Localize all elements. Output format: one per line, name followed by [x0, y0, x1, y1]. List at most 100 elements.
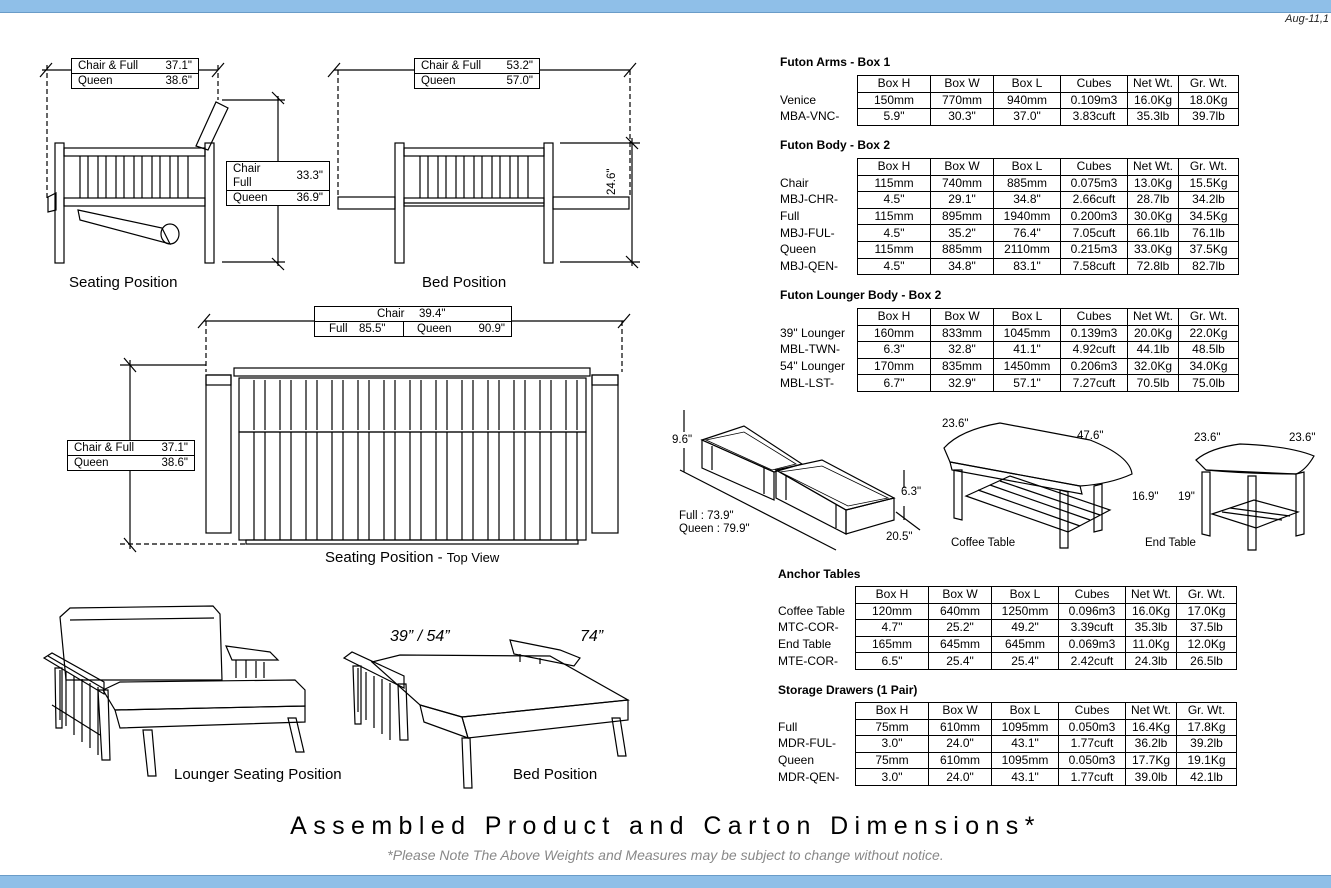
cell-box-w: 740mm — [930, 174, 994, 193]
header-net-wt: Net Wt. — [1127, 75, 1179, 93]
table-header-row: Box H Box W Box L Cubes Net Wt. Gr. Wt. — [780, 158, 1239, 176]
cell-box-h: 75mm — [855, 751, 929, 770]
header-gr-wt: Gr. Wt. — [1178, 158, 1239, 176]
cell-cubes: 4.92cuft — [1060, 341, 1128, 359]
cell-box-l: 1250mm — [991, 602, 1059, 621]
top-depth-label-1: Chair & Full — [74, 442, 135, 454]
cell-gr-wt: 34.5Kg — [1178, 207, 1239, 226]
top-width-chair-value: 39.4" — [419, 308, 446, 320]
cell-box-h: 165mm — [855, 635, 929, 654]
cell-box-w: 32.8" — [930, 341, 994, 359]
storage-drawers-table: Box H Box W Box L Cubes Net Wt. Gr. Wt. … — [778, 702, 1237, 786]
seat-width-label-2: Queen — [78, 75, 113, 87]
section-title-futon-lounger: Futon Lounger Body - Box 2 — [780, 288, 942, 302]
row-label: 39" Lounger — [780, 325, 845, 340]
cell-box-w: 35.2" — [930, 224, 994, 242]
bed-position-drawing — [327, 62, 640, 269]
top-view-drawing — [120, 313, 631, 553]
cell-gr-wt: 42.1lb — [1176, 768, 1237, 786]
header-gr-wt: Gr. Wt. — [1178, 308, 1239, 326]
top-view-label-main: Seating Position - — [325, 549, 447, 566]
drawer-queen-length: Queen : 79.9" — [679, 523, 750, 535]
cell-box-w: 24.0" — [928, 735, 992, 753]
top-width-queen-label: Queen — [417, 323, 452, 335]
cell-box-l: 43.1" — [991, 768, 1059, 786]
header-cubes: Cubes — [1058, 702, 1126, 720]
drawer-height-dimension: 9.6" — [672, 434, 693, 446]
drawer-width-dimension: 20.5" — [886, 531, 913, 543]
cell-box-w: 645mm — [928, 635, 992, 654]
cell-cubes: 7.05cuft — [1060, 224, 1128, 242]
cell-cubes: 0.215m3 — [1060, 240, 1128, 259]
seating-position-label: Seating Position — [69, 274, 178, 291]
header-net-wt: Net Wt. — [1125, 702, 1177, 720]
section-title-futon-arms: Futon Arms - Box 1 — [780, 55, 891, 69]
cell-box-l: 2110mm — [993, 240, 1061, 259]
page-title: Assembled Product and Carton Dimensions* — [290, 812, 1041, 840]
cell-box-h: 3.0" — [855, 768, 929, 786]
cell-gr-wt: 26.5lb — [1176, 652, 1237, 670]
header-gr-wt: Gr. Wt. — [1178, 75, 1239, 93]
cell-cubes: 3.39cuft — [1058, 619, 1126, 637]
futon-lounger-table: Box H Box W Box L Cubes Net Wt. Gr. Wt. … — [780, 308, 1239, 392]
top-view-label-sub: Top View — [446, 550, 500, 565]
cell-cubes: 0.075m3 — [1060, 174, 1128, 193]
header-box-w: Box W — [928, 586, 992, 604]
header-box-l: Box L — [991, 586, 1059, 604]
revision-date: Aug-11,1 — [1285, 13, 1329, 25]
cell-box-l: 34.8" — [993, 191, 1061, 209]
cell-gr-wt: 15.5Kg — [1178, 174, 1239, 193]
end-table-height: 19" — [1178, 491, 1195, 503]
cell-box-h: 160mm — [857, 324, 931, 343]
cell-box-l: 37.0" — [993, 108, 1061, 126]
top-depth-value-2: 38.6" — [161, 457, 188, 469]
row-label: MBA-VNC- — [780, 109, 840, 124]
height-label-chair: Chair — [233, 163, 261, 175]
height-value-queen: 36.9" — [296, 192, 323, 204]
cell-box-l: 57.1" — [993, 374, 1061, 392]
cell-box-w: 24.0" — [928, 768, 992, 786]
coffee-table-length: 47.6" — [1077, 430, 1104, 442]
height-value-chair-full: 33.3" — [296, 170, 323, 182]
bed-width-label-2: Queen — [421, 75, 456, 87]
seat-width-label-1: Chair & Full — [78, 60, 139, 72]
lounger-width-dimension: 39” / 54” — [390, 628, 450, 645]
header-net-wt: Net Wt. — [1127, 158, 1179, 176]
row-label: Queen — [780, 242, 817, 257]
cell-box-l: 1045mm — [993, 324, 1061, 343]
cell-net-wt: 17.7Kg — [1125, 751, 1177, 770]
disclaimer-note: *Please Note The Above Weights and Measu… — [387, 847, 944, 863]
cell-box-l: 1095mm — [991, 718, 1059, 737]
header-blank — [780, 309, 858, 326]
section-title-futon-body: Futon Body - Box 2 — [780, 138, 890, 152]
cell-box-w: 30.3" — [930, 108, 994, 126]
cell-cubes: 0.069m3 — [1058, 635, 1126, 654]
header-box-h: Box H — [855, 586, 929, 604]
cell-net-wt: 33.0Kg — [1127, 240, 1179, 259]
cell-net-wt: 11.0Kg — [1125, 635, 1177, 654]
cell-cubes: 0.096m3 — [1058, 602, 1126, 621]
cell-gr-wt: 37.5lb — [1176, 619, 1237, 637]
header-box-l: Box L — [993, 75, 1061, 93]
lounger-bed-label: Bed Position — [513, 766, 598, 783]
cell-box-h: 115mm — [857, 207, 931, 226]
cell-gr-wt: 18.0Kg — [1178, 91, 1239, 110]
cell-box-w: 25.2" — [928, 619, 992, 637]
cell-box-l: 1940mm — [993, 207, 1061, 226]
row-label: Full — [778, 719, 798, 734]
top-border-band — [0, 0, 1331, 13]
cell-box-h: 6.7" — [857, 374, 931, 392]
cell-cubes: 0.050m3 — [1058, 718, 1126, 737]
cell-box-w: 610mm — [928, 751, 992, 770]
cell-net-wt: 16.0Kg — [1125, 602, 1177, 621]
cell-box-l: 49.2" — [991, 619, 1059, 637]
cell-cubes: 1.77cuft — [1058, 768, 1126, 786]
